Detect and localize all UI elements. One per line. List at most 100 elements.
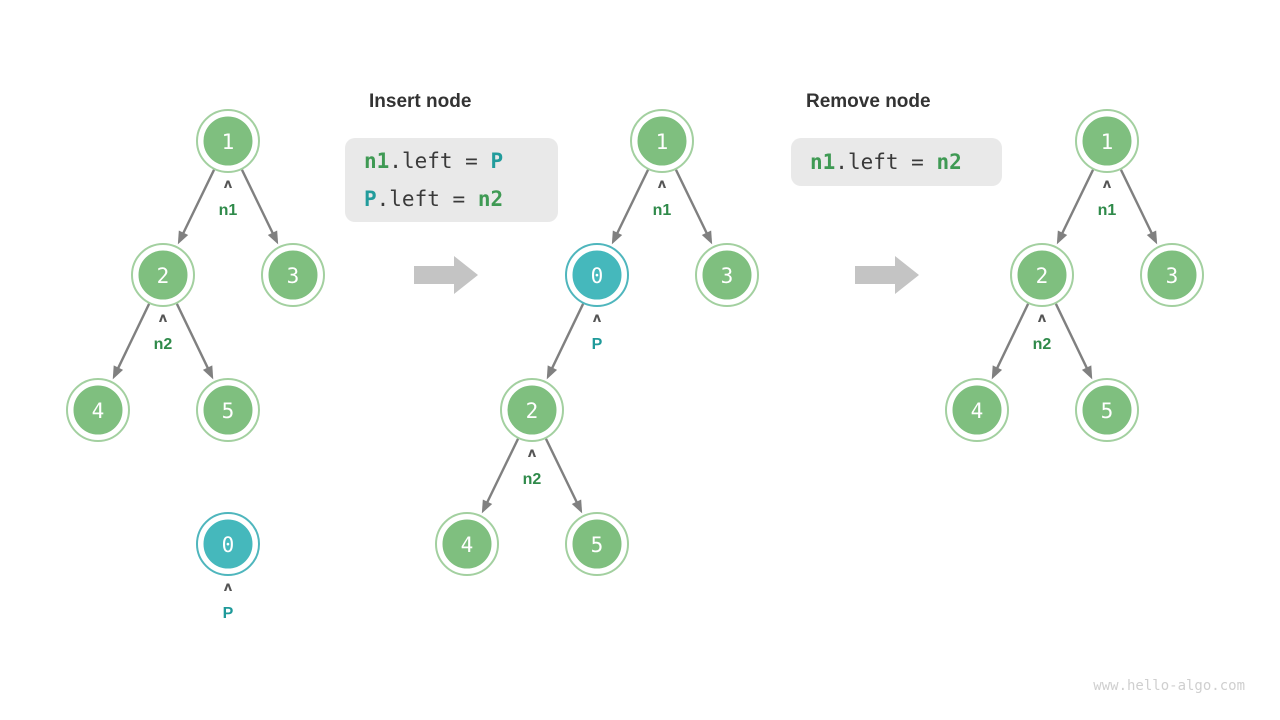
code-line: n1.left = n2 (810, 150, 962, 174)
node-outer-ring (261, 243, 325, 307)
code-line: P.left = n2 (364, 187, 503, 211)
edge-arrowhead (1081, 365, 1093, 380)
edge-arrowhead (112, 365, 124, 380)
tree-node-p2-n2[interactable]: 2 (500, 378, 564, 442)
pointer-caret-icon: ʌ (528, 446, 537, 461)
pointer-caret-icon: ʌ (1038, 311, 1047, 326)
edge-arrowhead (1146, 230, 1158, 245)
node-outer-ring (1075, 378, 1139, 442)
edge-line (995, 303, 1030, 370)
pointer-caret-icon: ʌ (1103, 177, 1112, 192)
node-circle (135, 247, 191, 303)
node-outer-ring (435, 512, 499, 576)
code-token-plain: .left = (835, 150, 936, 174)
pointer-p2-ptr-p: ʌP (592, 311, 603, 353)
edge-arrowhead (611, 230, 623, 245)
node-value-label: 2 (526, 399, 539, 423)
tree-edge-p2-n1-to-p2-p (611, 169, 650, 245)
node-outer-ring (945, 378, 1009, 442)
code-token-teal: P (364, 187, 377, 211)
node-outer-ring (196, 512, 260, 576)
edge-arrowhead (1056, 230, 1068, 245)
edge-arrowhead (481, 499, 493, 514)
node-value-label: 0 (222, 533, 235, 557)
pointer-p3-ptr-n1: ʌ n1 (1098, 177, 1117, 219)
node-outer-ring (500, 378, 564, 442)
node-outer-ring (1140, 243, 1204, 307)
step-arrow-2-icon (855, 256, 919, 294)
pointer-p2-ptr-n2: ʌn2 (523, 446, 542, 488)
node-value-label: 2 (1036, 264, 1049, 288)
watermark-text: www.hello-algo.com (1093, 678, 1245, 694)
node-outer-ring (630, 109, 694, 173)
node-circle (70, 382, 126, 438)
tree-edge-p2-n1-to-p2-n3 (674, 169, 713, 245)
pointer-name-label: n2 (154, 336, 173, 353)
tree-node-p1-n2[interactable]: 2 (131, 243, 195, 307)
tree-node-p2-n3[interactable]: 3 (695, 243, 759, 307)
code-token-teal: P (491, 149, 504, 173)
node-circle (949, 382, 1005, 438)
tree-node-p2-n5[interactable]: 5 (565, 512, 629, 576)
tree-node-p3-n5[interactable]: 5 (1075, 378, 1139, 442)
step-arrow-1-icon (414, 256, 478, 294)
node-value-label: 1 (222, 130, 235, 154)
pointer-name-label: n1 (1098, 202, 1117, 219)
tree-node-p2-n1[interactable]: 1 (630, 109, 694, 173)
panel-title-panel-insert: Insert node (369, 91, 471, 112)
tree-node-p2-n4[interactable]: 4 (435, 512, 499, 576)
tree-node-p1-p[interactable]: 0 (196, 512, 260, 576)
node-outer-ring (196, 109, 260, 173)
tree-edge-p3-n2-to-p3-n4 (991, 303, 1030, 380)
nodes-layer: 1 2 3 4 5 0 1 0 3 2 4 5 1 2 3 4 5 (66, 109, 1204, 576)
node-circle (569, 247, 625, 303)
node-circle (1014, 247, 1070, 303)
tree-node-p1-n5[interactable]: 5 (196, 378, 260, 442)
pointer-caret-icon: ʌ (224, 177, 233, 192)
edge-line (544, 438, 579, 505)
pointer-name-label: n2 (1033, 336, 1052, 353)
tree-node-p3-n3[interactable]: 3 (1140, 243, 1204, 307)
tree-node-p3-n4[interactable]: 4 (945, 378, 1009, 442)
tree-edge-p1-n1-to-p1-n2 (177, 169, 216, 245)
tree-node-p1-n3[interactable]: 3 (261, 243, 325, 307)
step-arrows-layer (414, 256, 919, 294)
node-value-label: 4 (92, 399, 105, 423)
node-circle (200, 382, 256, 438)
node-circle (699, 247, 755, 303)
edge-arrowhead (991, 365, 1003, 380)
code-token-plain: .left = (389, 149, 490, 173)
tree-edge-p3-n1-to-p3-n2 (1056, 169, 1095, 245)
node-circle (439, 516, 495, 572)
tree-edge-p2-n2-to-p2-n5 (544, 438, 583, 514)
pointer-caret-icon: ʌ (159, 311, 168, 326)
node-circle (1144, 247, 1200, 303)
node-value-label: 1 (1101, 130, 1114, 154)
edge-line (175, 303, 210, 370)
node-circle (634, 113, 690, 169)
tree-node-p1-n4[interactable]: 4 (66, 378, 130, 442)
node-outer-ring (131, 243, 195, 307)
watermark-layer: www.hello-algo.com (1093, 678, 1245, 694)
node-value-label: 4 (971, 399, 984, 423)
node-outer-ring (66, 378, 130, 442)
node-circle (200, 113, 256, 169)
node-circle (1079, 382, 1135, 438)
node-circle (200, 516, 256, 572)
tree-node-p1-n1[interactable]: 1 (196, 109, 260, 173)
tree-node-p2-p[interactable]: 0 (565, 243, 629, 307)
code-box-panel-remove: n1.left = n2 (791, 138, 1002, 186)
pointer-p1-ptr-p: ʌP (223, 580, 234, 622)
edge-line (1054, 303, 1089, 370)
pointer-p2-ptr-n1: ʌn1 (653, 177, 672, 219)
node-value-label: 5 (222, 399, 235, 423)
edge-line (550, 303, 585, 370)
tree-node-p3-n2[interactable]: 2 (1010, 243, 1074, 307)
node-outer-ring (1075, 109, 1139, 173)
pointer-name-label: n1 (653, 202, 672, 219)
edge-arrowhead (202, 365, 214, 380)
tree-edge-p1-n1-to-p1-n3 (240, 169, 279, 245)
tree-node-p3-n1[interactable]: 1 (1075, 109, 1139, 173)
